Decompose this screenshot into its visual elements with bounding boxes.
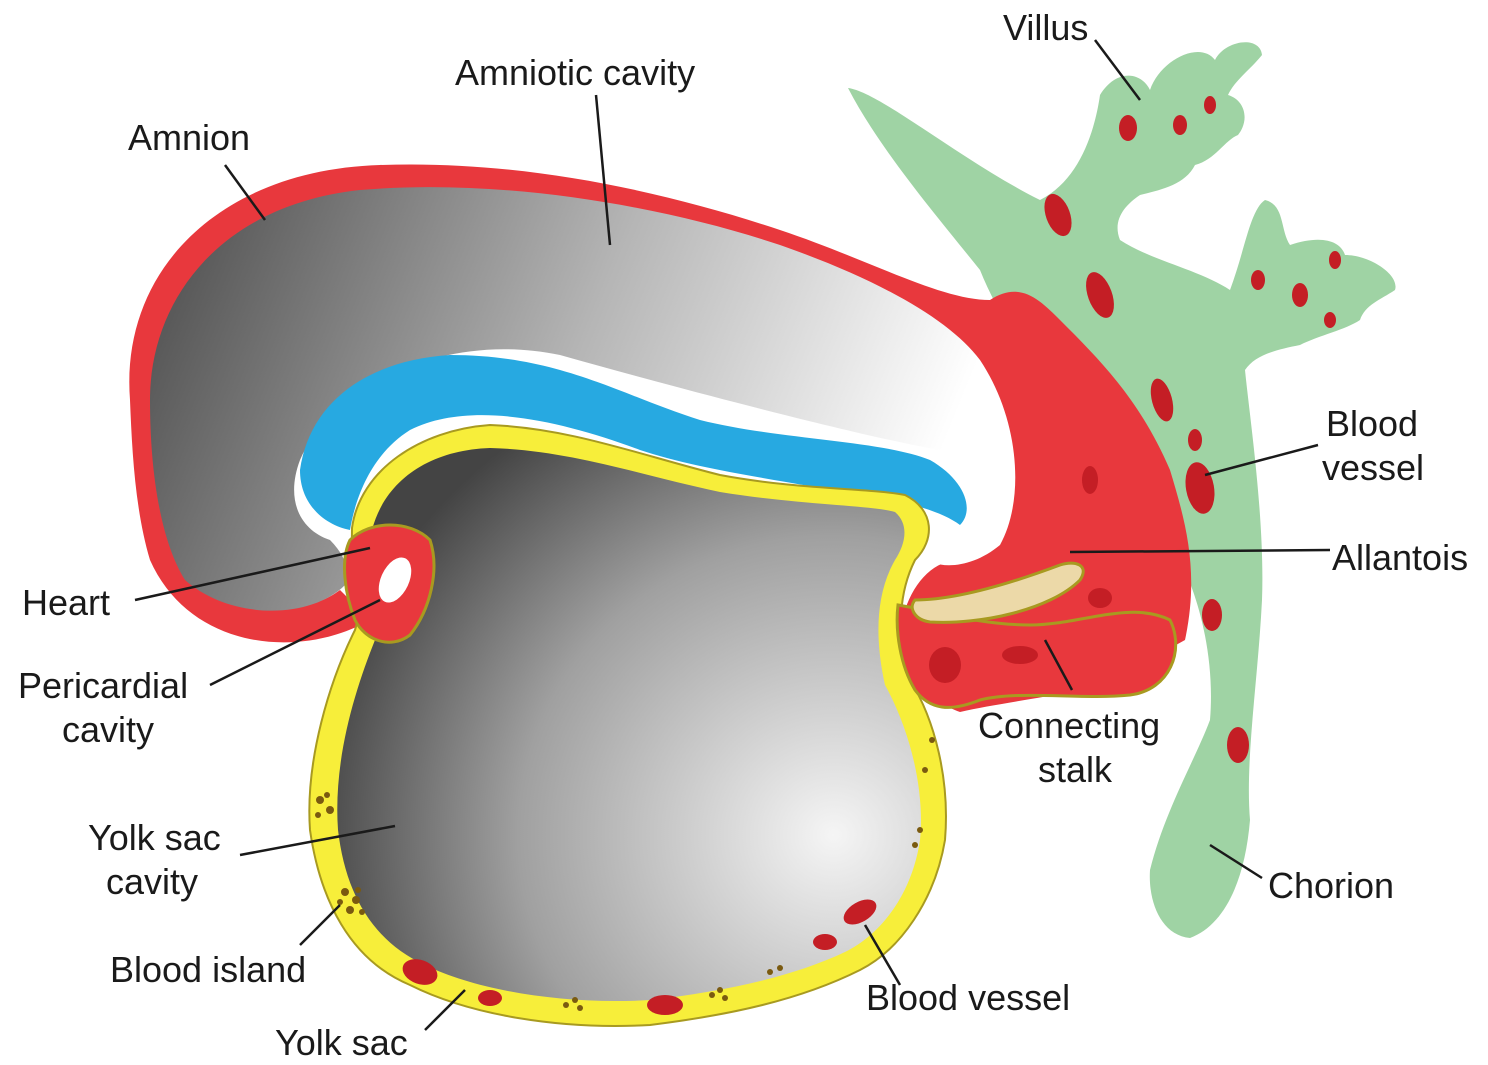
- label-villus: Villus: [1003, 7, 1088, 48]
- label-amnion: Amnion: [128, 117, 250, 158]
- label-blood-vessel-right-2: vessel: [1322, 447, 1424, 488]
- label-yolk-sac-cavity-2: cavity: [106, 861, 198, 902]
- label-yolk-sac-cavity-1: Yolk sac: [88, 817, 221, 858]
- yolk-sac-cavity: [337, 448, 921, 1001]
- label-blood-vessel-bottom: Blood vessel: [866, 977, 1070, 1018]
- label-heart: Heart: [22, 582, 110, 623]
- label-yolk-sac: Yolk sac: [275, 1022, 408, 1063]
- label-connecting-stalk-2: stalk: [1038, 749, 1113, 790]
- label-allantois: Allantois: [1332, 537, 1468, 578]
- label-connecting-stalk-1: Connecting: [978, 705, 1160, 746]
- label-blood-island: Blood island: [110, 949, 306, 990]
- label-amniotic-cavity: Amniotic cavity: [455, 52, 695, 93]
- label-pericardial-cavity-1: Pericardial: [18, 665, 188, 706]
- label-pericardial-cavity-2: cavity: [62, 709, 154, 750]
- label-blood-vessel-right-1: Blood: [1326, 403, 1418, 444]
- label-chorion: Chorion: [1268, 865, 1394, 906]
